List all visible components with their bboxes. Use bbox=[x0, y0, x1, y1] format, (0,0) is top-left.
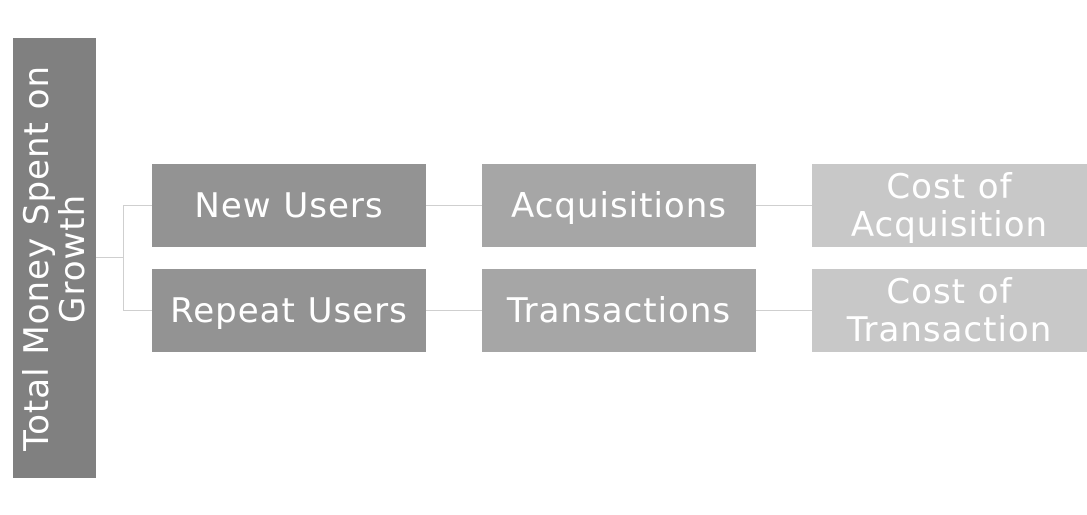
connector-acquisitions-cost bbox=[756, 205, 812, 206]
connector-repeat-users-transactions bbox=[426, 310, 482, 311]
node-label: Repeat Users bbox=[170, 290, 408, 331]
node-label: Acquisitions bbox=[511, 185, 727, 226]
node-label: New Users bbox=[194, 185, 384, 226]
node-repeat-users: Repeat Users bbox=[152, 269, 426, 352]
root-label: Total Money Spent on Growth bbox=[16, 65, 93, 451]
node-acquisitions: Acquisitions bbox=[482, 164, 756, 247]
connector-to-repeat-users bbox=[123, 310, 152, 311]
connector-vertical bbox=[123, 205, 124, 311]
root-label-line2: Growth bbox=[52, 193, 93, 323]
node-transactions: Transactions bbox=[482, 269, 756, 352]
connector-transactions-cost bbox=[756, 310, 812, 311]
node-cost-of-acquisition: Cost of Acquisition bbox=[812, 164, 1087, 247]
node-new-users: New Users bbox=[152, 164, 426, 247]
connector-root bbox=[96, 257, 124, 258]
connector-to-new-users bbox=[123, 205, 152, 206]
node-label: Cost of Transaction bbox=[846, 271, 1053, 350]
root-node-total-money-spent: Total Money Spent on Growth bbox=[13, 38, 96, 478]
node-label: Transactions bbox=[506, 290, 732, 331]
node-cost-of-transaction: Cost of Transaction bbox=[812, 269, 1087, 352]
connector-new-users-acquisitions bbox=[426, 205, 482, 206]
node-label: Cost of Acquisition bbox=[850, 166, 1049, 245]
root-label-line1: Total Money Spent on bbox=[16, 65, 57, 451]
